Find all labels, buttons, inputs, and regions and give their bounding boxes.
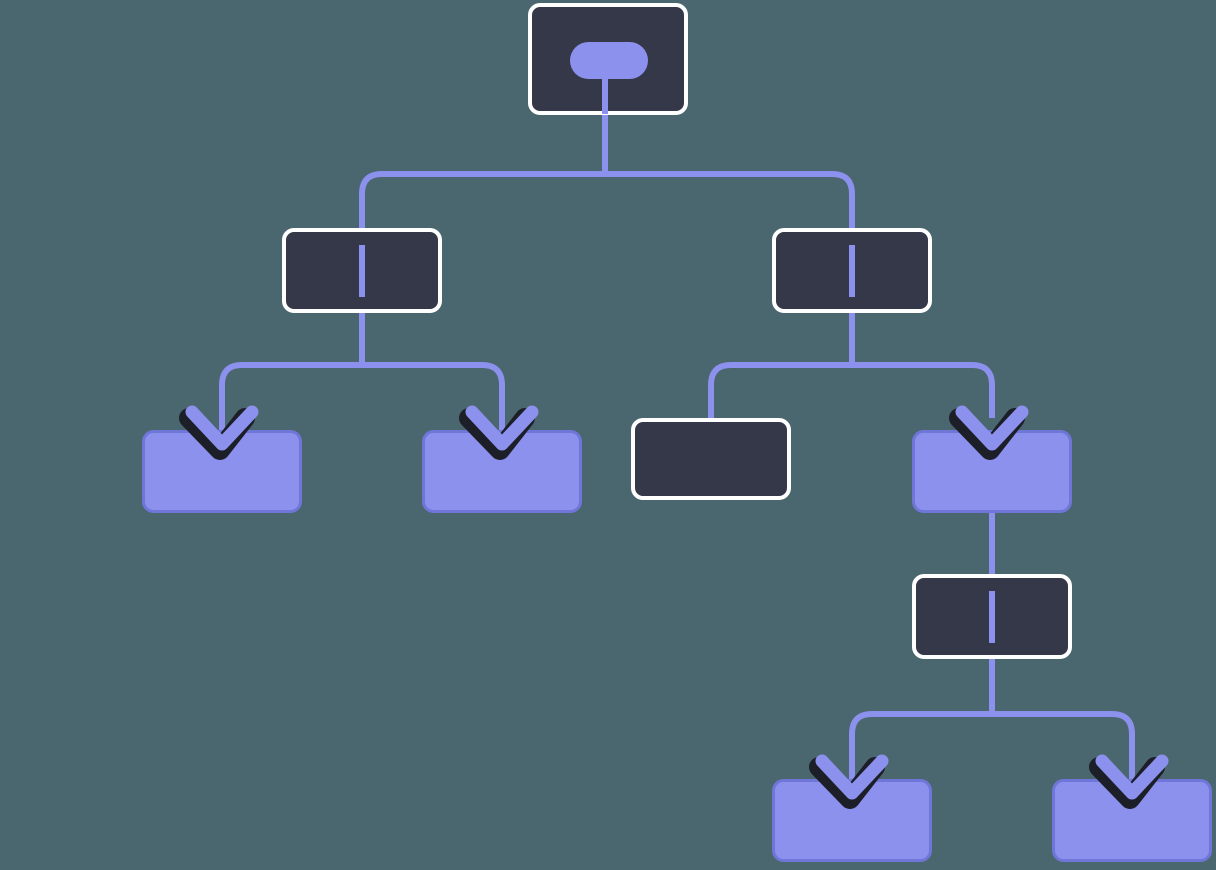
level2-leaf-a-arrowhead-chevron (185, 405, 259, 451)
edge-level1-right-to-children-branch-0 (708, 362, 852, 418)
level3-dark-node[interactable] (912, 574, 1072, 659)
root-node[interactable] (528, 3, 688, 115)
level2-leaf-b-arrowhead (459, 405, 539, 460)
arrowheads-layer (179, 405, 1169, 809)
edge-level3-to-level4-branch-1 (992, 711, 1135, 779)
level1-left-node[interactable] (282, 228, 442, 313)
edge-level1-right-to-children-branch-1 (852, 362, 995, 418)
level4-leaf-right-arrowhead-chevron (1095, 754, 1169, 800)
level2-leaf-a-arrowhead (179, 405, 259, 460)
level4-leaf-left-arrowhead (809, 754, 889, 809)
edge-level1-left-to-children-branch-0 (219, 362, 362, 430)
level1-right-node[interactable] (772, 228, 932, 313)
nodes-layer (142, 3, 1212, 862)
root-node-pill-badge (570, 42, 648, 79)
level2-dark-node-c[interactable] (631, 418, 791, 500)
level4-leaf-right-arrowhead (1089, 754, 1169, 809)
level4-leaf-left-arrowhead-chevron (815, 754, 889, 800)
edge-root-to-level1 (359, 114, 855, 228)
level2-dark-node-c-body[interactable] (631, 418, 791, 500)
edge-level1-left-to-children-branch-1 (362, 362, 505, 430)
edge-level3-to-level4-branch-0 (849, 711, 992, 779)
edge-root-to-level1-branch-0 (359, 171, 605, 228)
edges-layer (219, 114, 1135, 779)
edge-root-to-level1-branch-1 (605, 171, 855, 228)
level2-leaf-b-arrowhead-chevron (465, 405, 539, 451)
level2-accent-branch-node-arrowhead (949, 405, 1029, 460)
edge-level3-to-level4 (849, 659, 1135, 779)
level2-accent-branch-node-arrowhead-chevron (955, 405, 1029, 451)
